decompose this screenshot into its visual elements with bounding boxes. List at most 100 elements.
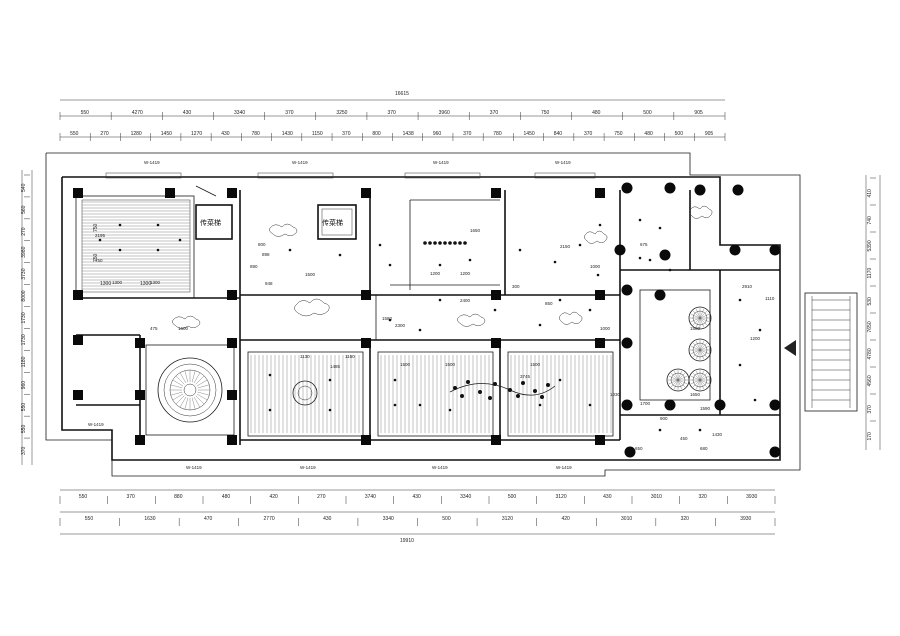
column-square — [227, 435, 237, 445]
column-square — [361, 435, 371, 445]
column-round — [621, 337, 633, 349]
column-square — [491, 188, 501, 198]
column-square — [135, 390, 145, 400]
top-row2-dim-4: 1270 — [191, 131, 202, 137]
column-square — [595, 188, 605, 198]
interior-dim-10: 1200 — [430, 271, 441, 276]
bottom-row2-dim-7: 3120 — [502, 516, 513, 522]
column-square — [227, 290, 237, 300]
interior-dim-32: 1590 — [700, 406, 711, 411]
bottom-row1-dim-6: 3740 — [365, 494, 376, 500]
bottom-row1-dim-12: 3010 — [651, 494, 662, 500]
top-row2-dim-6: 780 — [251, 131, 260, 137]
interior-dim-19: 675 — [640, 242, 648, 247]
top-row2-dim-18: 750 — [614, 131, 623, 137]
interior-dim-36: 1110 — [765, 296, 775, 301]
bottom-row2-dim-8: 420 — [561, 516, 570, 522]
top-row2-dim-0: 550 — [70, 131, 79, 137]
svg-text:750: 750 — [93, 223, 99, 232]
interior-dim-11: 1200 — [460, 271, 471, 276]
top-row2-dim-16: 840 — [554, 131, 563, 137]
bottom-row1-dim-1: 370 — [127, 494, 136, 500]
svg-text:W-1419: W-1419 — [88, 422, 104, 427]
svg-text:1300: 1300 — [140, 281, 151, 287]
column-round — [659, 249, 671, 261]
column-square — [135, 338, 145, 348]
interior-dim-20: 1000 — [600, 326, 611, 331]
room-top-left: 1300 1300 750 750 — [75, 195, 195, 299]
interior-dim-28: 1500 — [530, 362, 541, 367]
svg-text:W-1419: W-1419 — [433, 160, 449, 165]
column-square — [595, 338, 605, 348]
lift-label-a: 传菜梯 — [200, 218, 221, 227]
top-row1-dim-10: 480 — [592, 110, 601, 116]
column-round — [624, 446, 636, 458]
interior-dim-24: 1150 — [345, 354, 355, 359]
column-round — [621, 182, 633, 194]
top-row1-dim-0: 550 — [81, 110, 90, 116]
column-round — [664, 182, 676, 194]
column-square — [73, 188, 83, 198]
left-dimensions: 5405602703980373080001730173011809605505… — [21, 170, 33, 465]
interior-dim-12: 2400 — [460, 298, 471, 303]
top-row2-dim-20: 500 — [675, 131, 684, 137]
column-square — [491, 435, 501, 445]
top-row1-dim-12: 905 — [694, 110, 703, 116]
top-row2-dim-7: 1430 — [282, 131, 293, 137]
top-row1-dim-9: 750 — [541, 110, 550, 116]
column-round — [621, 399, 633, 411]
column-square — [491, 338, 501, 348]
interior-dim-3: 1300 — [150, 280, 161, 285]
bottom-total-dim: 19910 — [400, 538, 414, 544]
column-square — [595, 290, 605, 300]
column-square — [165, 188, 175, 198]
svg-text:W-1419: W-1419 — [432, 465, 448, 470]
column-round — [729, 244, 741, 256]
interior-dim-40: 1430 — [712, 432, 723, 437]
right-dim-1: 740 — [867, 216, 873, 225]
lower-ceilings — [247, 351, 614, 437]
interior-dim-38: 900 — [660, 416, 668, 421]
column-square — [73, 290, 83, 300]
svg-text:W-1419: W-1419 — [556, 465, 572, 470]
column-round — [769, 446, 781, 458]
bottom-row2-dim-4: 430 — [323, 516, 332, 522]
interior-dim-33: 1030 — [610, 392, 621, 397]
svg-text:W-1419: W-1419 — [144, 160, 160, 165]
top-row2-dim-19: 480 — [644, 131, 653, 137]
interior-dim-0: 2195 — [95, 233, 106, 238]
column-square — [73, 335, 83, 345]
top-total-dim: 16615 — [395, 91, 409, 97]
structural-columns — [73, 182, 781, 458]
interior-dim-42: 450 — [680, 436, 688, 441]
interior-dim-5: 800 — [258, 242, 266, 247]
bottom-row1-dim-0: 550 — [79, 494, 88, 500]
top-row2-dim-14: 780 — [493, 131, 502, 137]
bottom-row1-dim-3: 480 — [222, 494, 231, 500]
bottom-row1-dim-11: 430 — [603, 494, 612, 500]
top-row2-dim-15: 1450 — [524, 131, 535, 137]
bottom-row2-dim-10: 320 — [681, 516, 690, 522]
svg-text:W-1419: W-1419 — [300, 465, 316, 470]
top-row2-dim-8: 1150 — [312, 131, 323, 137]
left-dim-10: 550 — [21, 403, 27, 412]
right-dim-0: 410 — [867, 189, 873, 198]
column-square — [135, 435, 145, 445]
column-square — [595, 435, 605, 445]
left-dim-5: 8000 — [21, 290, 27, 301]
bottom-row2-dim-11: 3930 — [740, 516, 751, 522]
left-dim-9: 960 — [21, 381, 27, 390]
left-dim-6: 1730 — [21, 312, 27, 323]
interior-dim-37: 2910 — [742, 284, 753, 289]
left-dim-0: 540 — [21, 183, 27, 192]
bottom-row2-dim-5: 3340 — [383, 516, 394, 522]
interior-dim-7: 1500 — [305, 272, 316, 277]
right-dim-3: 1170 — [867, 268, 873, 279]
interior-dim-41: 680 — [700, 446, 708, 451]
left-dim-2: 270 — [21, 227, 27, 236]
lift-label-b: 传菜梯 — [322, 218, 343, 227]
right-dim-2: 5390 — [867, 240, 873, 251]
